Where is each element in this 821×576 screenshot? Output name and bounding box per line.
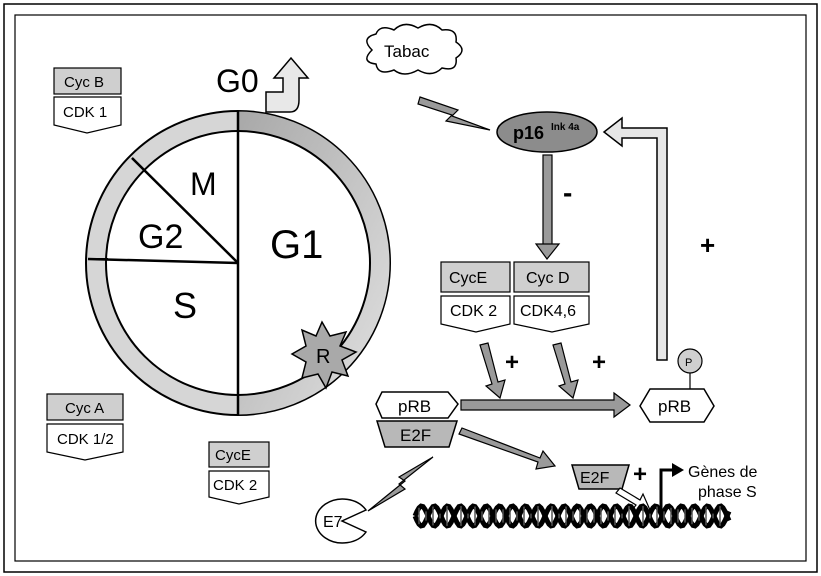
cell-cycle-wheel: G1 G2 M S R bbox=[85, 110, 391, 416]
g0-exit-arrow bbox=[265, 56, 310, 113]
complex-cyca-cdk12: Cyc A CDK 1/2 bbox=[46, 393, 124, 461]
e7-lightning bbox=[367, 456, 434, 512]
gene-promoter-arrow bbox=[659, 463, 684, 510]
cdk2-label-bottom: CDK 2 bbox=[213, 477, 257, 494]
cdk46-label: CDK4,6 bbox=[520, 303, 576, 320]
plus-sign-cyce: + bbox=[505, 349, 519, 376]
phase-g1-label: G1 bbox=[270, 223, 323, 267]
divider-g2-m bbox=[131, 157, 239, 264]
genes-phase-s-line2: phase S bbox=[698, 484, 757, 501]
divider-s-g2 bbox=[87, 257, 239, 265]
e2f-free-label: E2F bbox=[580, 470, 610, 487]
ring-tick-2 bbox=[131, 157, 147, 173]
prb-shape bbox=[375, 391, 459, 419]
p16-node: p16 Ink 4a bbox=[496, 111, 598, 153]
p16-superscript: Ink 4a bbox=[551, 122, 580, 133]
complex-cycb-cdk1: Cyc B CDK 1 bbox=[53, 67, 122, 134]
activation-arrow-cyce bbox=[479, 342, 506, 400]
e2f-shape bbox=[375, 420, 459, 448]
phase-g2-label: G2 bbox=[138, 218, 183, 256]
phase-m-label: M bbox=[190, 166, 217, 202]
cyclin-e-box-bottom bbox=[208, 441, 270, 468]
cyclin-d-box bbox=[513, 261, 590, 293]
cdk12-label: CDK 1/2 bbox=[57, 431, 114, 448]
cdk2-box-bottom bbox=[208, 470, 270, 505]
e7-protein: E7 bbox=[314, 498, 368, 544]
cyclin-a-box bbox=[46, 393, 124, 421]
prb-phosphorylated: pRB P bbox=[639, 348, 715, 423]
complex-cyce-cdk2-bottom: CycE CDK 2 bbox=[208, 441, 270, 505]
diagram-inner-frame bbox=[14, 14, 807, 562]
complex-cycd-cdk46: Cyc D CDK4,6 bbox=[513, 261, 590, 333]
prb-e2f-complex: pRB E2F bbox=[375, 391, 459, 448]
restriction-point-burst: R bbox=[290, 320, 358, 390]
e2f-label: E2F bbox=[400, 426, 431, 445]
complex-cyce-cdk2-right: CycE CDK 2 bbox=[440, 261, 511, 333]
phosphorylation-arrow bbox=[460, 391, 631, 419]
genes-phase-s-line1: Gènes de bbox=[688, 464, 757, 481]
cdk2-label-right: CDK 2 bbox=[450, 303, 497, 320]
tabac-label: Tabac bbox=[384, 42, 430, 61]
p16-label: p16 bbox=[513, 123, 544, 143]
cdk1-box bbox=[53, 96, 122, 134]
cyclin-e-label-right: CycE bbox=[449, 270, 487, 287]
cyclin-e-label-bottom: CycE bbox=[215, 447, 251, 464]
dna-helix bbox=[412, 503, 732, 529]
feedback-plus-sign: + bbox=[700, 230, 715, 260]
cdk1-label: CDK 1 bbox=[63, 104, 107, 121]
restriction-point-label: R bbox=[316, 346, 330, 368]
cyclin-a-label: Cyc A bbox=[65, 400, 104, 417]
feedback-arrow-to-p16 bbox=[602, 116, 668, 361]
phase-s-label: S bbox=[173, 285, 197, 326]
activation-arrow-cycd bbox=[552, 342, 579, 400]
prb-label: pRB bbox=[398, 397, 431, 416]
phase-g0-label: G0 bbox=[216, 63, 259, 99]
cdk12-box bbox=[46, 423, 124, 461]
e2f-free: E2F bbox=[571, 464, 630, 490]
cyclin-b-label: Cyc B bbox=[64, 74, 104, 91]
cdk46-box bbox=[513, 295, 590, 333]
cyclin-e-box-right bbox=[440, 261, 511, 293]
cdk2-box-right bbox=[440, 295, 511, 333]
e2f-release-arrow bbox=[458, 427, 557, 470]
plus-sign-e2f: + bbox=[633, 461, 647, 488]
tabac-lightning bbox=[417, 96, 491, 131]
tabac-cloud: Tabac bbox=[366, 23, 463, 75]
prb-phos-label: pRB bbox=[658, 397, 691, 416]
inhibition-minus-sign: - bbox=[563, 177, 572, 208]
plus-sign-cycd: + bbox=[592, 349, 606, 376]
p16-inhibition-arrow bbox=[534, 154, 561, 260]
e7-label: E7 bbox=[323, 514, 343, 531]
phosphate-label: P bbox=[685, 357, 692, 369]
cyclin-b-box bbox=[53, 67, 122, 95]
cyclin-d-label: Cyc D bbox=[526, 270, 570, 287]
